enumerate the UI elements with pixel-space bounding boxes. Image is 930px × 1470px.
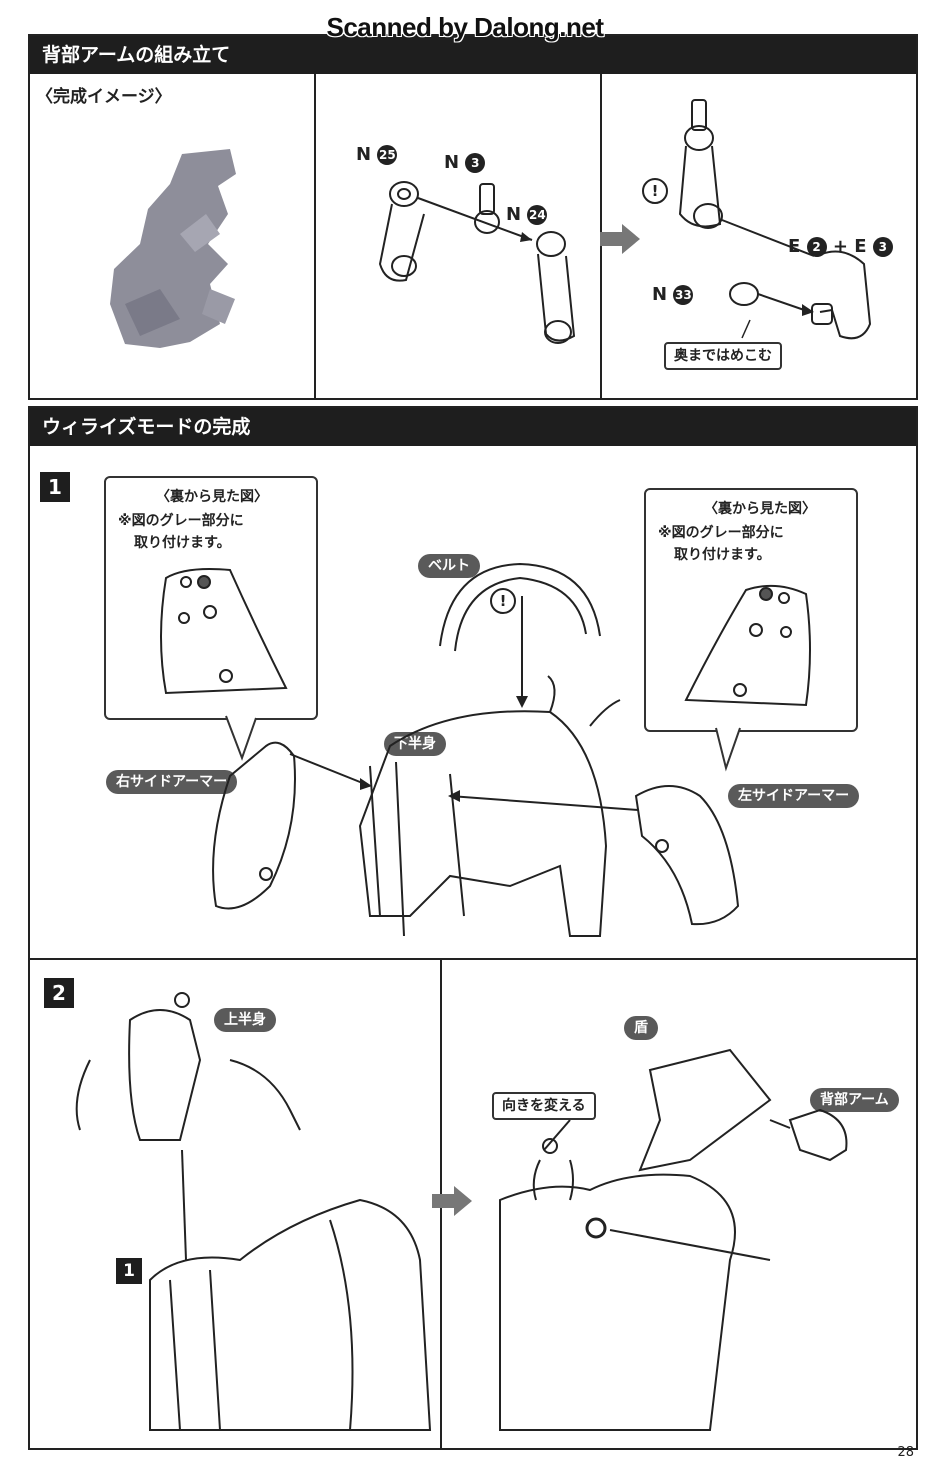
rear-view-drawing — [684, 584, 811, 707]
part-e2-e3-label: E 2 + E 3 — [788, 236, 893, 257]
note-line: 取り付けます。 — [134, 535, 231, 551]
completion-section: ウィライズモードの完成 1 〈裏から見た図〉 ※図のグレー部分に 取り付けます。… — [28, 406, 918, 1450]
back-arm-assembly-section: 背部アームの組み立て 〈完成イメージ〉 N 25 N 3 N 24 — [28, 34, 918, 400]
part-n33-label: N 33 — [652, 284, 694, 305]
part-number-badge: 2 — [806, 237, 827, 257]
part-number-badge: 33 — [673, 285, 694, 305]
lower-body-label: 下半身 — [384, 732, 446, 756]
step-arrow-icon — [600, 224, 640, 254]
back-arm-label: 背部アーム — [810, 1088, 899, 1112]
assembly-panel: ! E 2 + E 3 N 33 — [600, 74, 916, 398]
step-number: 1 — [40, 472, 70, 502]
preview-panel: 〈完成イメージ〉 — [30, 74, 316, 398]
belt-label: ベルト — [418, 554, 480, 578]
scan-watermark: Scanned by Dalong.net — [326, 12, 605, 42]
part-letter: N — [444, 152, 460, 173]
step2-arrow-icon — [432, 1186, 472, 1216]
page-number: 28 — [897, 1445, 914, 1460]
part-n24-label: N 24 — [506, 204, 548, 225]
part-letter: E — [854, 236, 867, 257]
section-title: 背部アームの組み立て — [30, 36, 916, 74]
step-number: 2 — [44, 978, 74, 1008]
note-line: ※図のグレー部分に — [658, 525, 784, 541]
note-title: 〈裏から見た図〉 — [156, 489, 268, 505]
upper-body-label: 上半身 — [214, 1008, 276, 1032]
preview-label: 〈完成イメージ〉 — [36, 87, 172, 107]
shield-label: 盾 — [624, 1016, 658, 1040]
part-letter: N — [356, 144, 372, 165]
part-number-badge: 24 — [527, 205, 548, 225]
step2-drawing — [75, 992, 848, 1431]
step1-drawing — [212, 562, 741, 937]
part-n3-label: N 3 — [444, 152, 486, 173]
rear-view-drawing — [160, 568, 288, 695]
part-number-badge: 25 — [377, 145, 398, 165]
push-in-note: 奥まではめこむ — [664, 342, 782, 370]
section-title: ウィライズモードの完成 — [30, 408, 916, 446]
part-n25-label: N 25 — [356, 144, 398, 165]
rear-view-note-left: 〈裏から見た図〉 ※図のグレー部分に 取り付けます。 — [104, 476, 318, 720]
part-letter: E — [788, 236, 801, 257]
note-line: 取り付けます。 — [674, 547, 771, 563]
preview-image — [110, 149, 236, 348]
right-side-armor-label: 右サイドアーマー — [106, 770, 238, 794]
part-number-badge: 3 — [465, 153, 486, 173]
parts-drawing — [378, 181, 576, 344]
part-letter: N — [652, 284, 668, 305]
note-line: ※図のグレー部分に — [118, 513, 244, 529]
parts-panel: N 25 N 3 N 24 — [316, 74, 602, 398]
warning-icon: ! — [490, 588, 516, 614]
assembly-drawing — [678, 99, 872, 340]
part-number-badge: 3 — [872, 237, 893, 257]
note-title: 〈裏から見た図〉 — [704, 501, 816, 517]
part-letter: N — [506, 204, 522, 225]
step1-area: 1 〈裏から見た図〉 ※図のグレー部分に 取り付けます。 〈裏から見た図〉 ※図… — [30, 446, 916, 956]
warning-icon: ! — [642, 178, 668, 204]
turn-direction-note: 向きを変える — [492, 1092, 596, 1120]
step-divider — [30, 958, 916, 960]
step2-area: 2 上半身 1 盾 背部アーム 向きを変える — [30, 960, 916, 1448]
rear-view-note-right: 〈裏から見た図〉 ※図のグレー部分に 取り付けます。 — [644, 488, 858, 732]
step1-reference: 1 — [116, 1258, 142, 1284]
left-side-armor-label: 左サイドアーマー — [728, 784, 860, 808]
